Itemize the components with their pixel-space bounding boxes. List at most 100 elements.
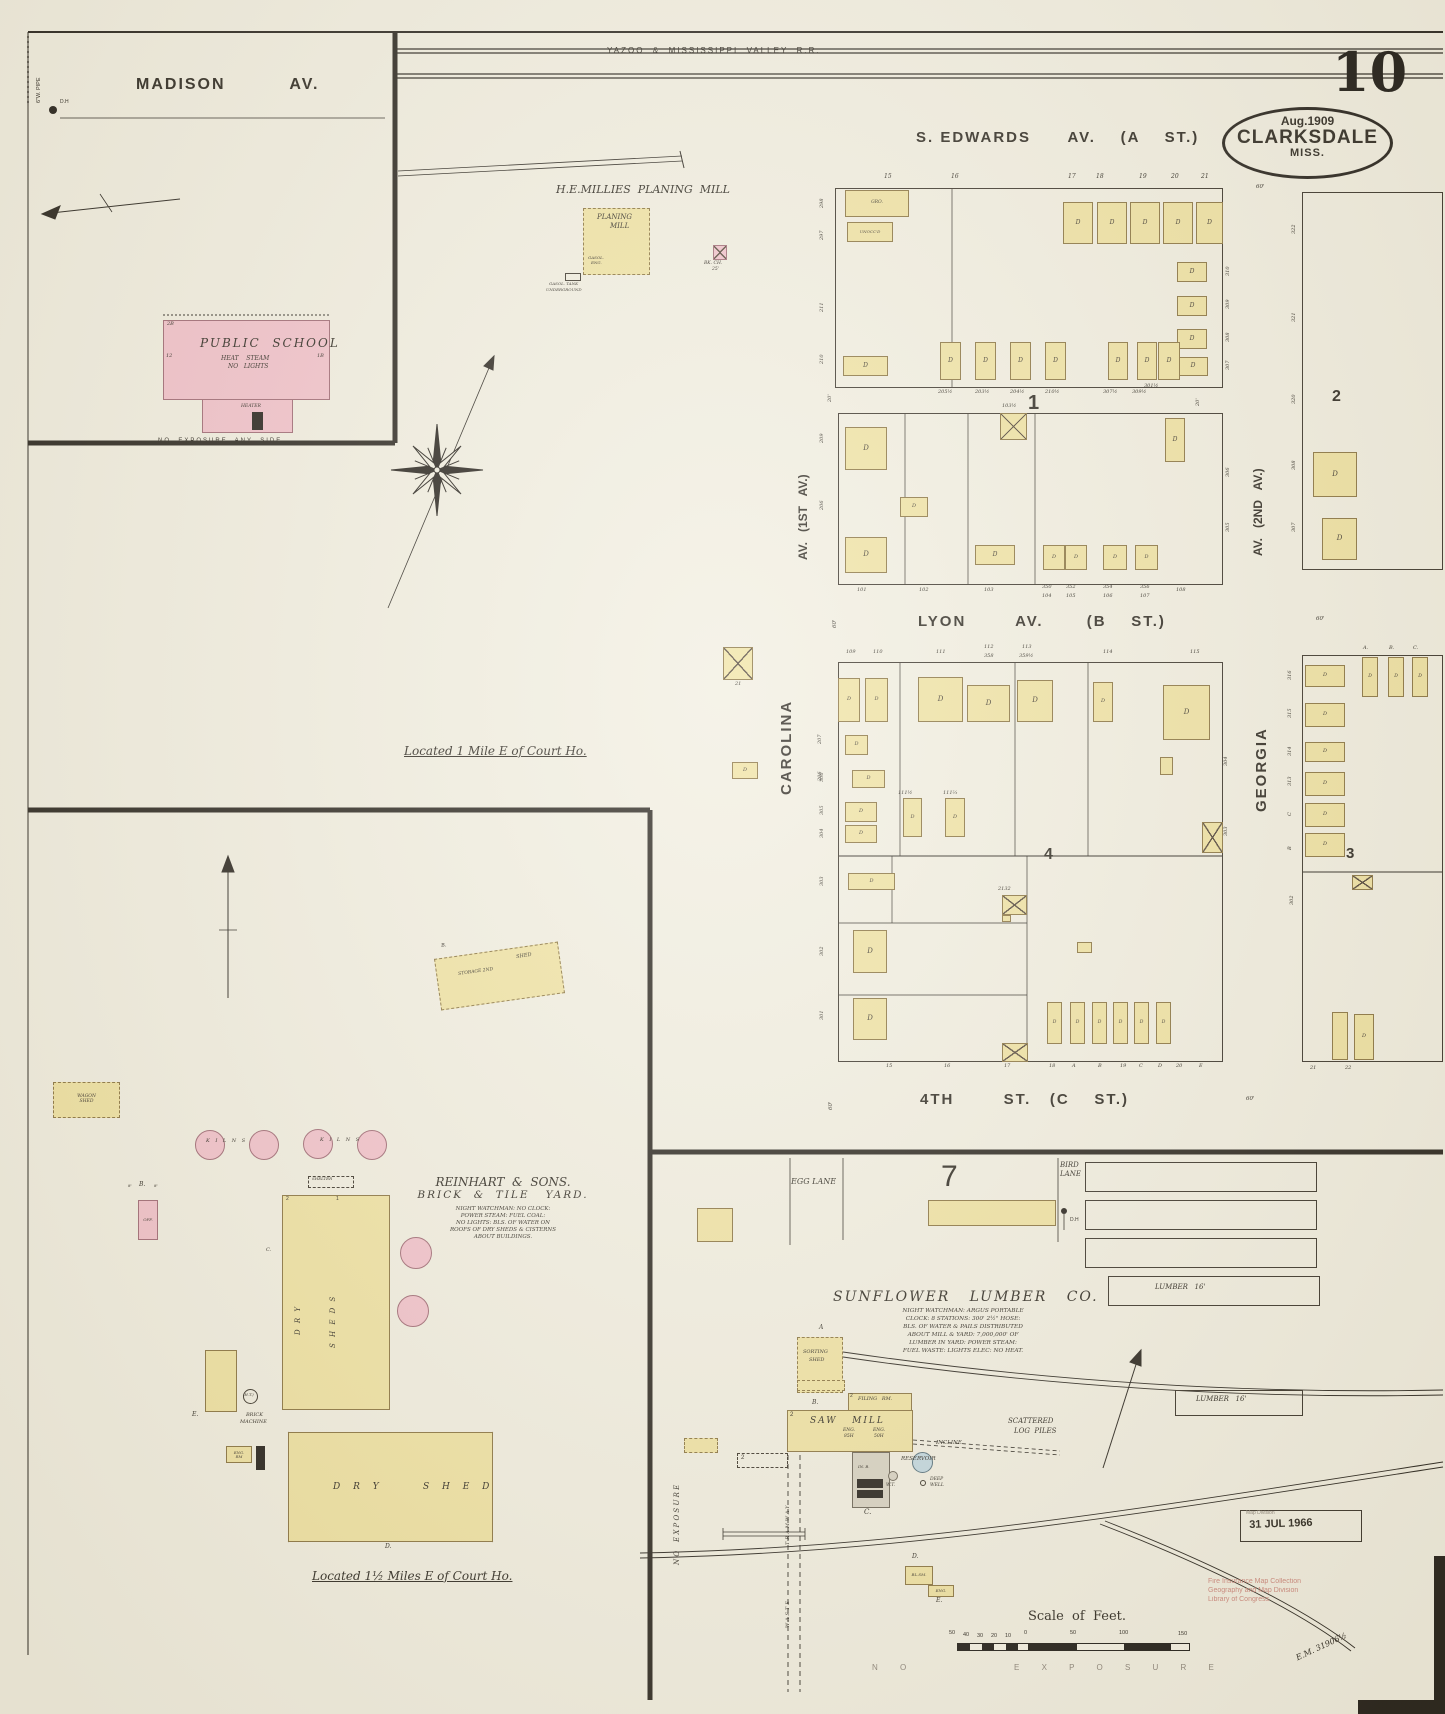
sunflower-note: LUMBER IN YARD: POWER STEAM: bbox=[909, 1340, 1017, 1346]
north-arrow-line bbox=[41, 198, 181, 215]
waste-tramway-label2: WASTE bbox=[785, 1599, 791, 1628]
log-tramway-curve bbox=[842, 1351, 1444, 1392]
deep-well-label: DEEP bbox=[930, 1477, 944, 1482]
hoist-circle bbox=[243, 1389, 258, 1404]
house-num: 304 bbox=[819, 828, 825, 838]
dim-60ft: 60' bbox=[828, 1101, 834, 1110]
dwelling-label: D bbox=[1189, 334, 1195, 342]
lumber-pile-outline bbox=[1108, 1276, 1320, 1306]
hydrant-dot bbox=[1061, 1208, 1067, 1214]
dwelling: D bbox=[1354, 1014, 1374, 1060]
school-num-12: 12 bbox=[166, 353, 173, 359]
house-num: 314 bbox=[1287, 746, 1293, 756]
scale-tick: 20 bbox=[991, 1633, 998, 1639]
reinhart-title: REINHART & SONS. bbox=[435, 1175, 571, 1189]
dwelling-label: D bbox=[1332, 469, 1338, 478]
scale-tick: 150 bbox=[1178, 1631, 1188, 1637]
lot-113b: 359½ bbox=[1019, 653, 1034, 659]
dwelling: D bbox=[1134, 1002, 1149, 1044]
dwelling-label: D bbox=[1418, 673, 1422, 679]
wagon-shed-building: WAGON SHED bbox=[53, 1082, 120, 1118]
block3-outline bbox=[1302, 655, 1443, 1062]
dwelling: D bbox=[900, 497, 928, 517]
edge-black-bar bbox=[1434, 1556, 1445, 1714]
house-num: 316 bbox=[1287, 670, 1293, 680]
shed-building bbox=[1002, 895, 1027, 915]
dwelling-label: D bbox=[937, 694, 944, 703]
sorting-shed-letter: A bbox=[819, 1324, 824, 1331]
dim-60ft: 60' bbox=[832, 619, 838, 628]
planing-mill-title: H.E.MILLIES PLANING MILL bbox=[556, 183, 730, 196]
public-school-label: PUBLIC SCHOOL bbox=[200, 336, 340, 350]
lot-105b: 105 bbox=[1066, 593, 1076, 599]
dwelling-label: D bbox=[1100, 698, 1105, 705]
fourth-st-label: 4TH ST. (C ST.) bbox=[920, 1091, 1130, 1108]
dwelling-label: D bbox=[1207, 218, 1212, 226]
scale-tick: 40 bbox=[963, 1632, 970, 1638]
map-date: Aug.1909 bbox=[1280, 114, 1335, 128]
block-number-2: 2 bbox=[1332, 388, 1341, 405]
kiln bbox=[195, 1130, 225, 1160]
reinhart-note: POWER STEAM: FUEL COAL: bbox=[460, 1213, 546, 1219]
lot-103: 103 bbox=[984, 587, 994, 593]
bird-lane-label2: LANE bbox=[1060, 1170, 1081, 1178]
engine-note4: 50H bbox=[874, 1434, 884, 1439]
lot-a2: A. bbox=[1363, 645, 1369, 651]
lot-106: 354 bbox=[1103, 584, 1113, 590]
dwelling-label: D bbox=[869, 877, 874, 884]
lyon-av-label: LYON AV. (B ST.) bbox=[918, 613, 1166, 630]
house-num: 306 bbox=[1225, 467, 1231, 477]
north-arrow-line bbox=[1102, 1351, 1141, 1469]
outbuilding bbox=[1002, 915, 1011, 922]
dwelling-label: D bbox=[992, 550, 998, 558]
loc-stamp-line: Library of Congress bbox=[1208, 1596, 1270, 1603]
dwelling: D bbox=[1158, 342, 1180, 380]
block1-upper-outline bbox=[835, 188, 1223, 388]
dry-sheds-building bbox=[282, 1195, 390, 1410]
sunflower-note: ABOUT MILL & YARD: 7,000,000' OF bbox=[907, 1332, 1019, 1338]
first-av-label: AV. (1ST AV.) bbox=[796, 474, 810, 560]
reinhart-note: NO LIGHTS: BLS. OF WATER ON bbox=[456, 1220, 550, 1226]
dwelling: D bbox=[1043, 545, 1065, 570]
scale-title: Scale of Feet. bbox=[1028, 1609, 1127, 1624]
dwelling: D bbox=[1388, 657, 1404, 697]
house-num: 310 bbox=[1225, 266, 1231, 276]
house-num: 2132 bbox=[998, 886, 1011, 892]
lot-101: 101 bbox=[857, 587, 867, 593]
school-height-note: 2B bbox=[167, 321, 174, 327]
house-num: 203½ bbox=[975, 389, 990, 395]
compass-needle-head bbox=[483, 354, 495, 371]
brick-chimney-box bbox=[713, 245, 727, 260]
lumber-shed-building bbox=[928, 1200, 1056, 1226]
dry-sheds-label: D R Y bbox=[294, 1305, 302, 1335]
blacksmith-building-label: BL.SM. bbox=[911, 1572, 927, 1578]
dwelling: D bbox=[853, 998, 887, 1040]
dwelling-label: D bbox=[1032, 696, 1038, 705]
lot-18: 18 bbox=[1096, 173, 1104, 180]
compass-rose-icon bbox=[390, 423, 484, 517]
shed-building bbox=[1352, 875, 1373, 890]
dwelling-label: D bbox=[1075, 1019, 1080, 1025]
dwelling: D bbox=[848, 873, 895, 890]
lot-102: 102 bbox=[919, 587, 929, 593]
lot-18b: 18 bbox=[1049, 1063, 1056, 1069]
hoist-label: (H.T.) bbox=[243, 1392, 254, 1397]
north-arrow-head bbox=[40, 205, 61, 220]
house-num: 207 bbox=[817, 734, 823, 744]
house-num: 303 bbox=[819, 876, 825, 886]
engine-note3: ENG. bbox=[873, 1428, 886, 1433]
dwelling: D bbox=[852, 770, 885, 788]
lumber-pile-outline bbox=[1175, 1390, 1303, 1416]
dwelling-label: D bbox=[1075, 218, 1081, 226]
shed-building bbox=[1002, 1043, 1028, 1062]
dwelling: D bbox=[1097, 202, 1127, 244]
dwelling: D bbox=[1093, 682, 1113, 722]
dwelling: D bbox=[1177, 262, 1207, 282]
house-num: 301 bbox=[819, 1010, 825, 1020]
dwelling-label: D bbox=[1144, 553, 1149, 560]
house-num: 301½ bbox=[1144, 383, 1159, 389]
dwelling-label: D bbox=[1118, 1019, 1123, 1025]
engine-room-building: ENG. RM bbox=[226, 1446, 252, 1463]
dwelling: D bbox=[732, 762, 758, 779]
story-num: 2 bbox=[286, 1196, 289, 1202]
